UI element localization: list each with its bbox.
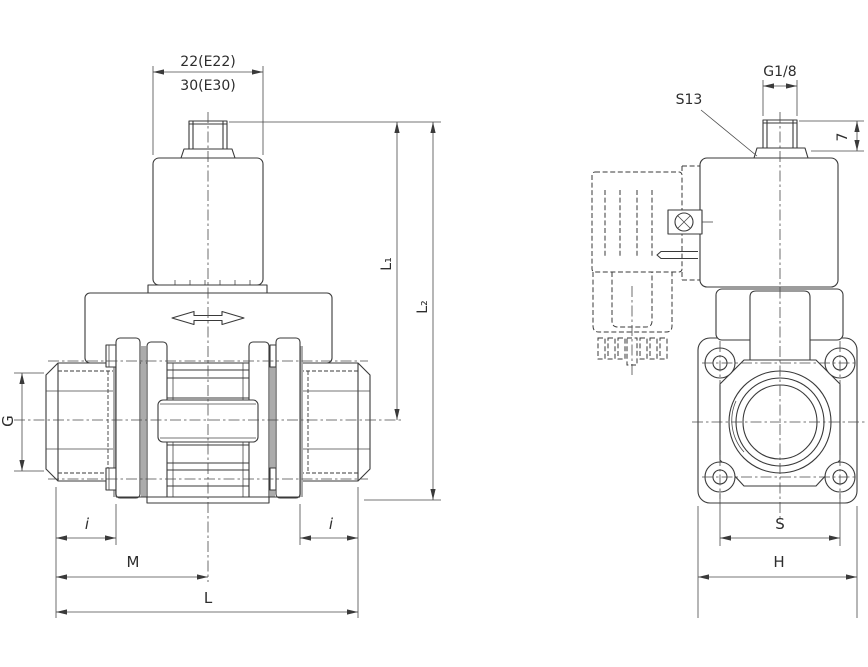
port-left bbox=[45, 362, 117, 482]
side-view: G1/8 S13 7 S H bbox=[591, 64, 866, 618]
coil-nut-side bbox=[753, 147, 809, 159]
connector-screw bbox=[667, 209, 713, 235]
dim-label-i-left: i bbox=[85, 515, 90, 533]
dimensions-front: 22(E22) 30(E30) L₁ L₂ G i i M L bbox=[0, 54, 441, 618]
din-connector bbox=[591, 165, 700, 376]
dim-label-l1: L₁ bbox=[379, 257, 395, 270]
cable-gland bbox=[597, 337, 668, 366]
port-right bbox=[299, 362, 371, 482]
dim-label-coil-width-22: 22(E22) bbox=[180, 54, 235, 70]
pilot-port-side bbox=[753, 119, 809, 159]
dim-label-l: L bbox=[204, 589, 213, 607]
gaskets bbox=[113, 346, 303, 497]
dim-label-s: S bbox=[775, 515, 785, 533]
dim-label-s13: S13 bbox=[676, 92, 703, 108]
dim-label-coil-width-30: 30(E30) bbox=[180, 78, 235, 94]
dim-label-pilot-height: 7 bbox=[835, 133, 851, 142]
dim-label-pilot-thread: G1/8 bbox=[763, 64, 796, 80]
front-view: 22(E22) 30(E30) L₁ L₂ G i i M L bbox=[0, 54, 441, 618]
dim-label-l2: L₂ bbox=[415, 300, 431, 313]
dim-label-i-right: i bbox=[329, 515, 334, 533]
dim-label-m: M bbox=[127, 553, 140, 571]
dim-label-g: G bbox=[0, 415, 17, 427]
dim-label-h: H bbox=[773, 553, 784, 571]
centerlines-side bbox=[692, 112, 866, 523]
dimensions-side: G1/8 S13 7 S H bbox=[676, 64, 864, 618]
body-flanges bbox=[105, 337, 301, 503]
centerlines-front bbox=[14, 112, 404, 582]
coil-side bbox=[699, 157, 839, 288]
pilot-port-front bbox=[180, 120, 236, 159]
terminal-pin bbox=[656, 250, 698, 260]
